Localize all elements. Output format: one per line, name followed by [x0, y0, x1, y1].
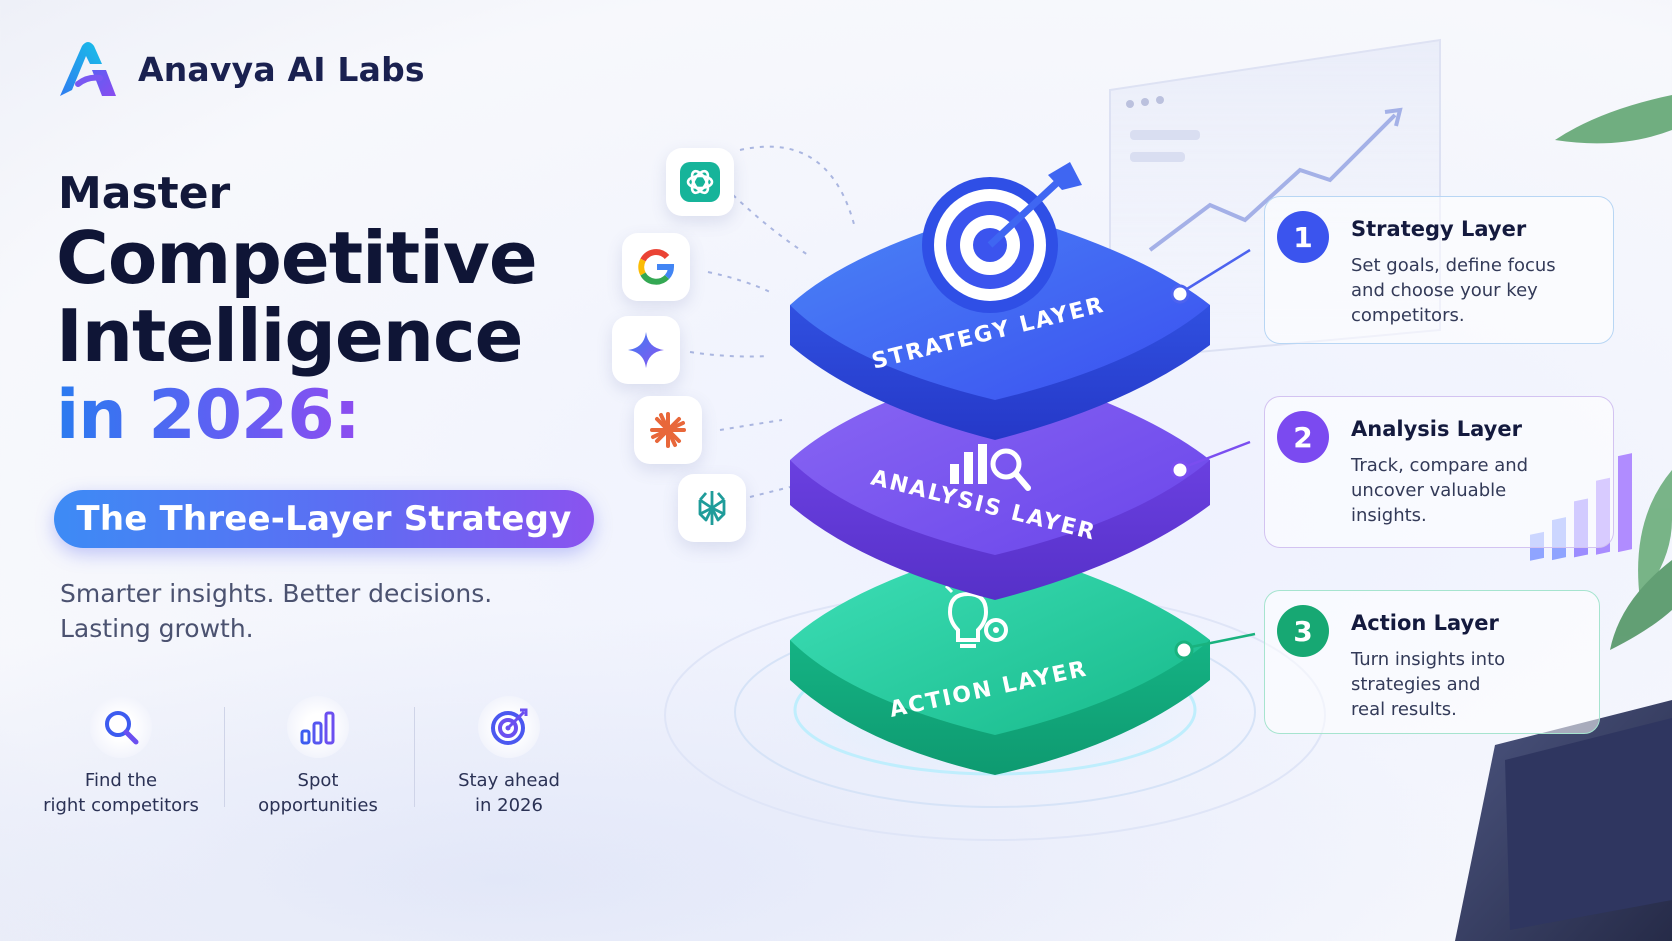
- card-number-badge: 3: [1277, 605, 1329, 657]
- card-desc-line1: Set goals, define focus: [1351, 255, 1556, 276]
- card-desc-line3: competitors.: [1351, 305, 1465, 326]
- card-description: Set goals, define focus and choose your …: [1351, 253, 1601, 328]
- card-desc-line1: Turn insights into: [1351, 649, 1506, 670]
- card-title: Analysis Layer: [1351, 417, 1522, 441]
- target-icon: [478, 696, 540, 758]
- subtitle-pill: The Three-Layer Strategy: [54, 490, 594, 548]
- anavya-logo-icon: [60, 42, 116, 96]
- headline-master: Master: [58, 168, 231, 219]
- feature-label-line1: Stay ahead: [458, 770, 560, 791]
- feature-label-line1: Spot: [297, 770, 339, 791]
- feature-divider: [414, 707, 415, 807]
- card-analysis-layer: 2 Analysis Layer Track, compare and unco…: [1264, 396, 1614, 548]
- feature-stay-ahead: Stay ahead in 2026: [414, 696, 604, 818]
- tagline: Smarter insights. Better decisions. Last…: [60, 576, 492, 646]
- headline-intelligence: Intelligence: [56, 294, 523, 378]
- feature-label-line2: in 2026: [475, 795, 543, 816]
- chatgpt-icon: [666, 148, 734, 216]
- card-desc-line2: and choose your key: [1351, 280, 1538, 301]
- card-title: Action Layer: [1351, 611, 1499, 635]
- perplexity-icon: [678, 474, 746, 542]
- card-desc-line2: uncover valuable: [1351, 480, 1507, 501]
- analysis-chart-icon: [950, 444, 1031, 491]
- headline-year: in 2026:: [56, 376, 361, 455]
- bullseye-icon: [922, 162, 1082, 313]
- card-desc-line2: strategies and: [1351, 674, 1481, 695]
- card-number-badge: 1: [1277, 211, 1329, 263]
- card-action-layer: 3 Action Layer Turn insights into strate…: [1264, 590, 1600, 734]
- magnifier-icon: [90, 696, 152, 758]
- feature-label-line1: Find the: [84, 770, 158, 791]
- card-desc-line3: insights.: [1351, 505, 1427, 526]
- tagline-line2: Lasting growth.: [60, 614, 254, 643]
- feature-spot-opportunities: Spot opportunities: [223, 696, 413, 818]
- brand-name: Anavya AI Labs: [138, 49, 425, 89]
- card-description: Turn insights into strategies and real r…: [1351, 647, 1601, 722]
- card-description: Track, compare and uncover valuable insi…: [1351, 453, 1601, 528]
- feature-divider: [224, 707, 225, 807]
- google-icon: [622, 233, 690, 301]
- feature-label-line2: opportunities: [258, 795, 378, 816]
- strategy-layer-block: STRATEGY LAYER: [790, 162, 1210, 440]
- feature-find-competitors: Find the right competitors: [26, 696, 216, 818]
- card-number-badge: 2: [1277, 411, 1329, 463]
- subtitle-pill-text: The Three-Layer Strategy: [76, 499, 572, 539]
- laptop-decor: [1455, 453, 1672, 941]
- card-connectors: [1170, 248, 1256, 660]
- claude-icon: [634, 396, 702, 464]
- brand: Anavya AI Labs: [56, 40, 425, 98]
- card-title: Strategy Layer: [1351, 217, 1527, 241]
- feature-label-line2: right competitors: [43, 795, 199, 816]
- tagline-line1: Smarter insights. Better decisions.: [60, 579, 493, 608]
- card-strategy-layer: 1 Strategy Layer Set goals, define focus…: [1264, 196, 1614, 344]
- analysis-layer-block: ANALYSIS LAYER: [790, 365, 1210, 600]
- bar-chart-icon: [287, 696, 349, 758]
- action-layer-block: ACTION LAYER: [790, 545, 1210, 775]
- headline-competitive: Competitive: [56, 216, 538, 300]
- plant-decor: [1555, 95, 1672, 650]
- card-desc-line3: real results.: [1351, 699, 1457, 720]
- card-desc-line1: Track, compare and: [1351, 455, 1529, 476]
- gemini-icon: [612, 316, 680, 384]
